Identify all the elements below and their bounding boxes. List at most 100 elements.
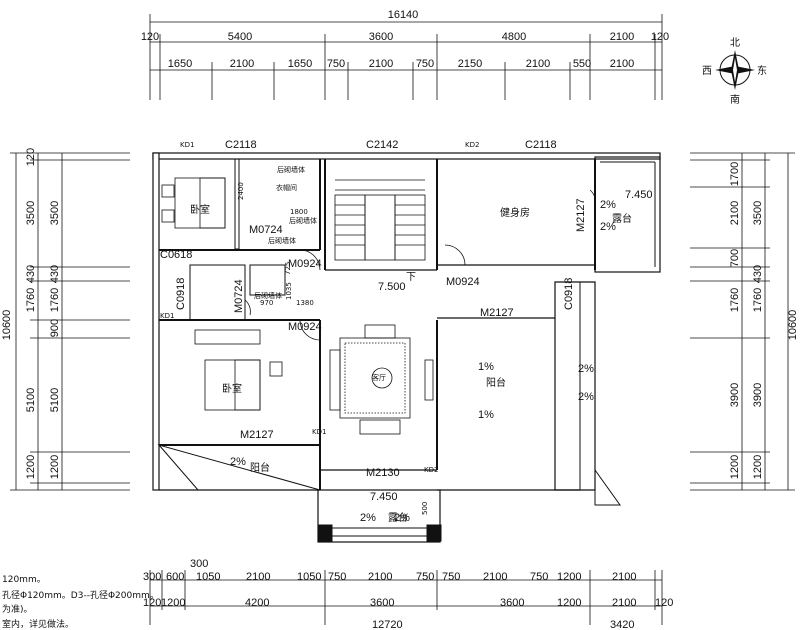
dim-bottom-total-right: 3420 — [610, 619, 634, 630]
compass-icon — [715, 50, 755, 90]
door-m2127-a: M2127 — [480, 307, 514, 319]
slope-1: 2% — [600, 199, 616, 211]
dim-left-3: 430 — [25, 265, 37, 283]
dim-1380: 1380 — [296, 299, 314, 307]
dim-top2-6: 750 — [416, 58, 434, 70]
dim-bot2-6: 1200 — [557, 597, 581, 609]
dim-left-2: 3500 — [25, 201, 37, 225]
kd2-label: KD2 — [465, 141, 479, 149]
dim-1800: 1800 — [290, 208, 308, 216]
elev-floor: 7.500 — [378, 281, 406, 293]
dim-left-7b: 5100 — [49, 388, 61, 412]
dim-top2-8: 2100 — [526, 58, 550, 70]
dim-bot1-13: 2100 — [612, 571, 636, 583]
dim-left-total: 10600 — [1, 310, 13, 341]
kd1c-label: KD1 — [160, 312, 174, 320]
dim-bot2-7: 2100 — [612, 597, 636, 609]
dim-bottom-total-left: 12720 — [372, 619, 403, 630]
dim-right-b1: 3500 — [752, 201, 764, 225]
dim-2400: 2400 — [237, 182, 245, 200]
dim-right-total: 10600 — [787, 310, 799, 341]
dim-left-4b: 1760 — [49, 288, 61, 312]
dim-725: 725 — [284, 262, 292, 275]
slope-9: 2% — [394, 512, 410, 524]
dim-bot1-1: 300 — [143, 571, 161, 583]
compass-east: 东 — [757, 64, 767, 77]
door-m0924-a: M0924 — [288, 258, 322, 270]
dim-top2-9: 550 — [573, 58, 591, 70]
dim-left-7: 5100 — [25, 388, 37, 412]
dim-bot2-3: 4200 — [245, 597, 269, 609]
dim-1035: 1035 — [285, 282, 293, 300]
dim-bot1-12: 1200 — [557, 571, 581, 583]
dim-top-3: 3600 — [369, 31, 393, 43]
note-1: 120mm。 — [2, 575, 46, 585]
dim-bot1-4: 2100 — [246, 571, 270, 583]
dim-bot1-10: 2100 — [483, 571, 507, 583]
dim-top2-7: 2150 — [458, 58, 482, 70]
dim-top2-3: 1650 — [288, 58, 312, 70]
compass-north: 北 — [730, 37, 740, 49]
left-dimensions — [10, 152, 130, 491]
kd2b-label: KD2 — [424, 466, 438, 474]
dim-top-4: 4800 — [502, 31, 526, 43]
slope-4: 1% — [478, 409, 494, 421]
dim-left-1: 120 — [25, 148, 37, 166]
win-c2142: C2142 — [366, 139, 398, 151]
note-2: 孔径Φ120mm。D3--孔径Φ200mm。 — [2, 589, 159, 601]
dim-right-2: 1700 — [729, 162, 741, 186]
backwall-a: 后砌墙体 — [277, 165, 305, 174]
dim-top2-2: 2100 — [230, 58, 254, 70]
kd1b-label: KD1 — [312, 428, 326, 436]
note-4: 室内，详见做法。 — [2, 618, 74, 630]
dim-top2-4: 750 — [327, 58, 345, 70]
kd1-label: KD1 — [180, 141, 194, 149]
note-3: 为准)。 — [2, 603, 33, 615]
dim-bot1-5: 1050 — [297, 571, 321, 583]
bottom-dimensions — [149, 570, 663, 625]
walls — [152, 152, 661, 543]
dim-bot1-11: 750 — [530, 571, 548, 583]
room-closet: 衣帽间 — [276, 183, 297, 192]
dim-top-6: 120 — [651, 31, 669, 43]
door-m2127-c: M2127 — [240, 429, 274, 441]
win-c0918-a: C0918 — [175, 278, 187, 310]
dim-bot2-1: 120 — [143, 597, 161, 609]
backwall-b: 后砌墙体 — [289, 216, 317, 225]
dim-left-8: 1200 — [25, 455, 37, 479]
slope-8: 2% — [360, 512, 376, 524]
dim-right-4: 700 — [729, 249, 741, 267]
door-swings — [244, 189, 596, 341]
slope-6: 2% — [578, 391, 594, 403]
dim-top-total: 16140 — [388, 9, 419, 21]
slope-2: 2% — [600, 221, 616, 233]
door-m0724-b: M0724 — [233, 279, 245, 313]
dim-right-9: 3900 — [729, 383, 741, 407]
dim-bot2-4: 3600 — [370, 597, 394, 609]
dim-right-10: 1200 — [729, 455, 741, 479]
dim-bottom-extra: 300 — [190, 558, 208, 570]
dim-right-b3: 1760 — [752, 288, 764, 312]
elev-bottom: 7.450 — [370, 491, 398, 503]
win-c0918-b: C0918 — [563, 278, 575, 310]
dim-right-6: 1760 — [729, 288, 741, 312]
dim-bot1-6: 750 — [328, 571, 346, 583]
door-m0924-b: M0924 — [288, 321, 322, 333]
room-bedroom-bottom: 卧室 — [222, 382, 242, 395]
dim-top-5: 2100 — [610, 31, 634, 43]
elev-right: 7.450 — [625, 189, 653, 201]
top-dimensions — [149, 14, 663, 100]
slope-7: 2% — [230, 456, 246, 468]
door-m2127-b: M2127 — [575, 198, 587, 232]
win-c0618: C0618 — [160, 249, 192, 261]
dim-left-3b: 430 — [49, 265, 61, 283]
dim-right-b4: 3900 — [752, 383, 764, 407]
slope-5: 2% — [578, 363, 594, 375]
dim-left-2b: 3500 — [49, 201, 61, 225]
slope-3: 1% — [478, 361, 494, 373]
compass-west: 西 — [702, 66, 712, 77]
dim-top2-5: 2100 — [369, 58, 393, 70]
dim-bot1-8: 750 — [416, 571, 434, 583]
dim-top-2: 5400 — [228, 31, 252, 43]
